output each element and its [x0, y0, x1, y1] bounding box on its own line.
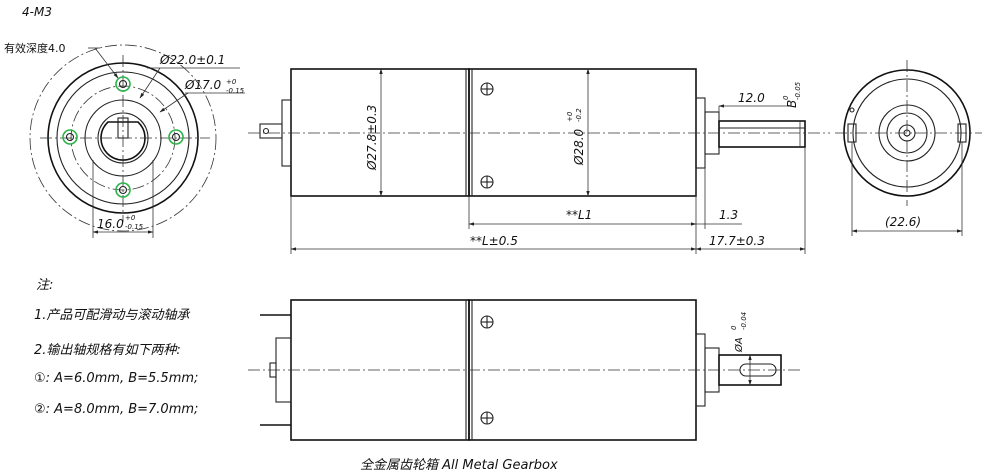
bottom-view: ØA 0 -0.04 [248, 299, 800, 441]
front-threaded-holes [62, 76, 184, 198]
shaft-len-label: 17.7±0.3 [709, 234, 765, 248]
note-line-3: ①: A=6.0mm, B=5.5mm; [34, 371, 199, 386]
rear-index-mark [849, 107, 855, 113]
w16-label: 16.0 [97, 217, 124, 231]
dia22-leader-arrow [139, 67, 161, 99]
dia-gear-tol-upper: +0 [566, 111, 574, 122]
dia-gear-tol-lower: -0.2 [575, 108, 583, 122]
rear-terminal [259, 123, 283, 139]
b-tol-upper: 0 [782, 95, 790, 100]
b-tol-lower: -0.05 [794, 81, 802, 100]
a-label: ØA [733, 337, 745, 353]
rear-terminal-hole [262, 127, 270, 135]
rear-view: (22.6) [835, 60, 982, 236]
note-line-2: 2.输出轴规格有如下两种: [34, 343, 181, 358]
dia17-tol-lower: -0.15 [226, 87, 245, 95]
dia17-tol-upper: +0 [226, 78, 237, 86]
a-tol-upper: 0 [730, 325, 738, 330]
l-total-label: **L±0.5 [470, 234, 518, 248]
thread-spec-label: 4-M3 [22, 5, 52, 19]
side-screws [480, 82, 494, 189]
dia-motor-label: Ø27.8±0.3 [365, 105, 379, 171]
note-line-4: ②: A=8.0mm, B=7.0mm; [34, 402, 199, 417]
w16-tol-lower: -0.15 [125, 223, 144, 231]
l1-label: **L1 [566, 208, 592, 222]
w16-tol-upper: +0 [125, 214, 136, 222]
drawing-caption: 全金属齿轮箱 All Metal Gearbox [360, 458, 558, 473]
thread-leader [94, 47, 119, 79]
flat-label: 12.0 [738, 91, 765, 105]
boss-label: 1.3 [719, 208, 738, 222]
motor-body [290, 68, 470, 197]
output-shaft [718, 120, 806, 148]
dia-gear-label: Ø28.0 [572, 128, 586, 166]
front-shaft-d [100, 121, 146, 161]
dia17-leader-arrow [159, 92, 189, 113]
a-tol-lower: -0.04 [740, 312, 748, 330]
dia17-label: Ø17.0 [184, 78, 222, 92]
rear-width-label: (22.6) [885, 215, 921, 229]
dia22-label: Ø22.0±0.1 [159, 53, 225, 67]
bottom-screws [480, 315, 494, 425]
side-view: Ø27.8±0.3 Ø28.0 +0 -0.2 **L1 1.3 **L±0.5… [248, 68, 830, 254]
b-label: B [785, 100, 799, 108]
front-view: 4-M3 有效深度4.0 Ø22.0±0.1 Ø17.0 +0 -0.15 16… [4, 5, 245, 238]
note-line-1: 1.产品可配滑动与滚动轴承 [34, 308, 190, 323]
notes-heading: 注: [36, 278, 54, 293]
thread-depth-label: 有效深度4.0 [4, 41, 66, 55]
